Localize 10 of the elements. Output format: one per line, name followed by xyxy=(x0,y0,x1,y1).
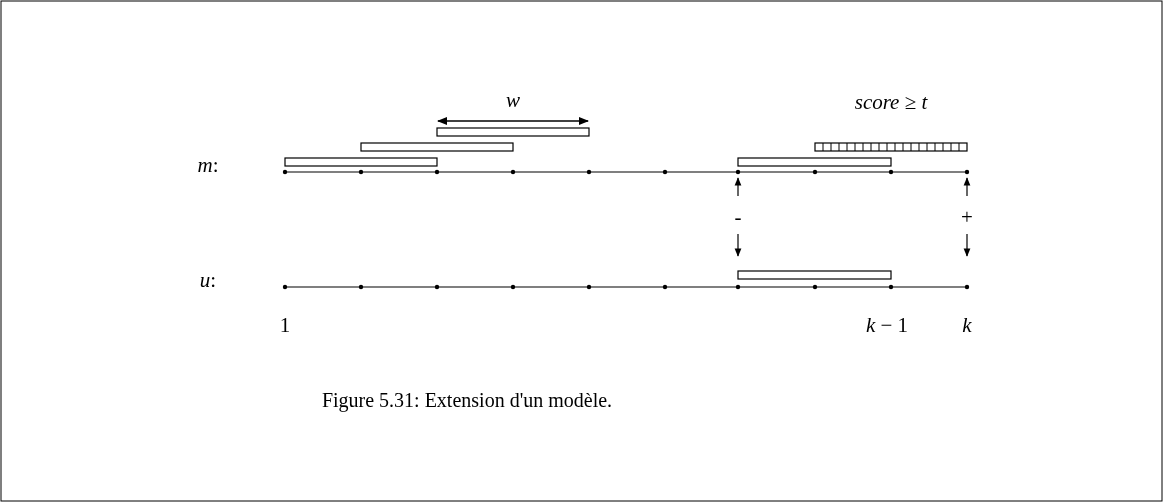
position-label: k − 1 xyxy=(865,314,909,336)
condition-label: score ≥ t xyxy=(854,91,928,113)
figure-caption: Figure 5.31: Extension d'un modèle. xyxy=(321,390,613,410)
sign-label: + xyxy=(961,206,973,228)
position-label: 1 xyxy=(279,314,291,336)
variable-label: w xyxy=(506,89,520,111)
sign-label: - xyxy=(734,206,742,228)
row-label: m: xyxy=(197,154,219,176)
position-label: k xyxy=(962,314,972,336)
row-label: u: xyxy=(199,269,217,291)
